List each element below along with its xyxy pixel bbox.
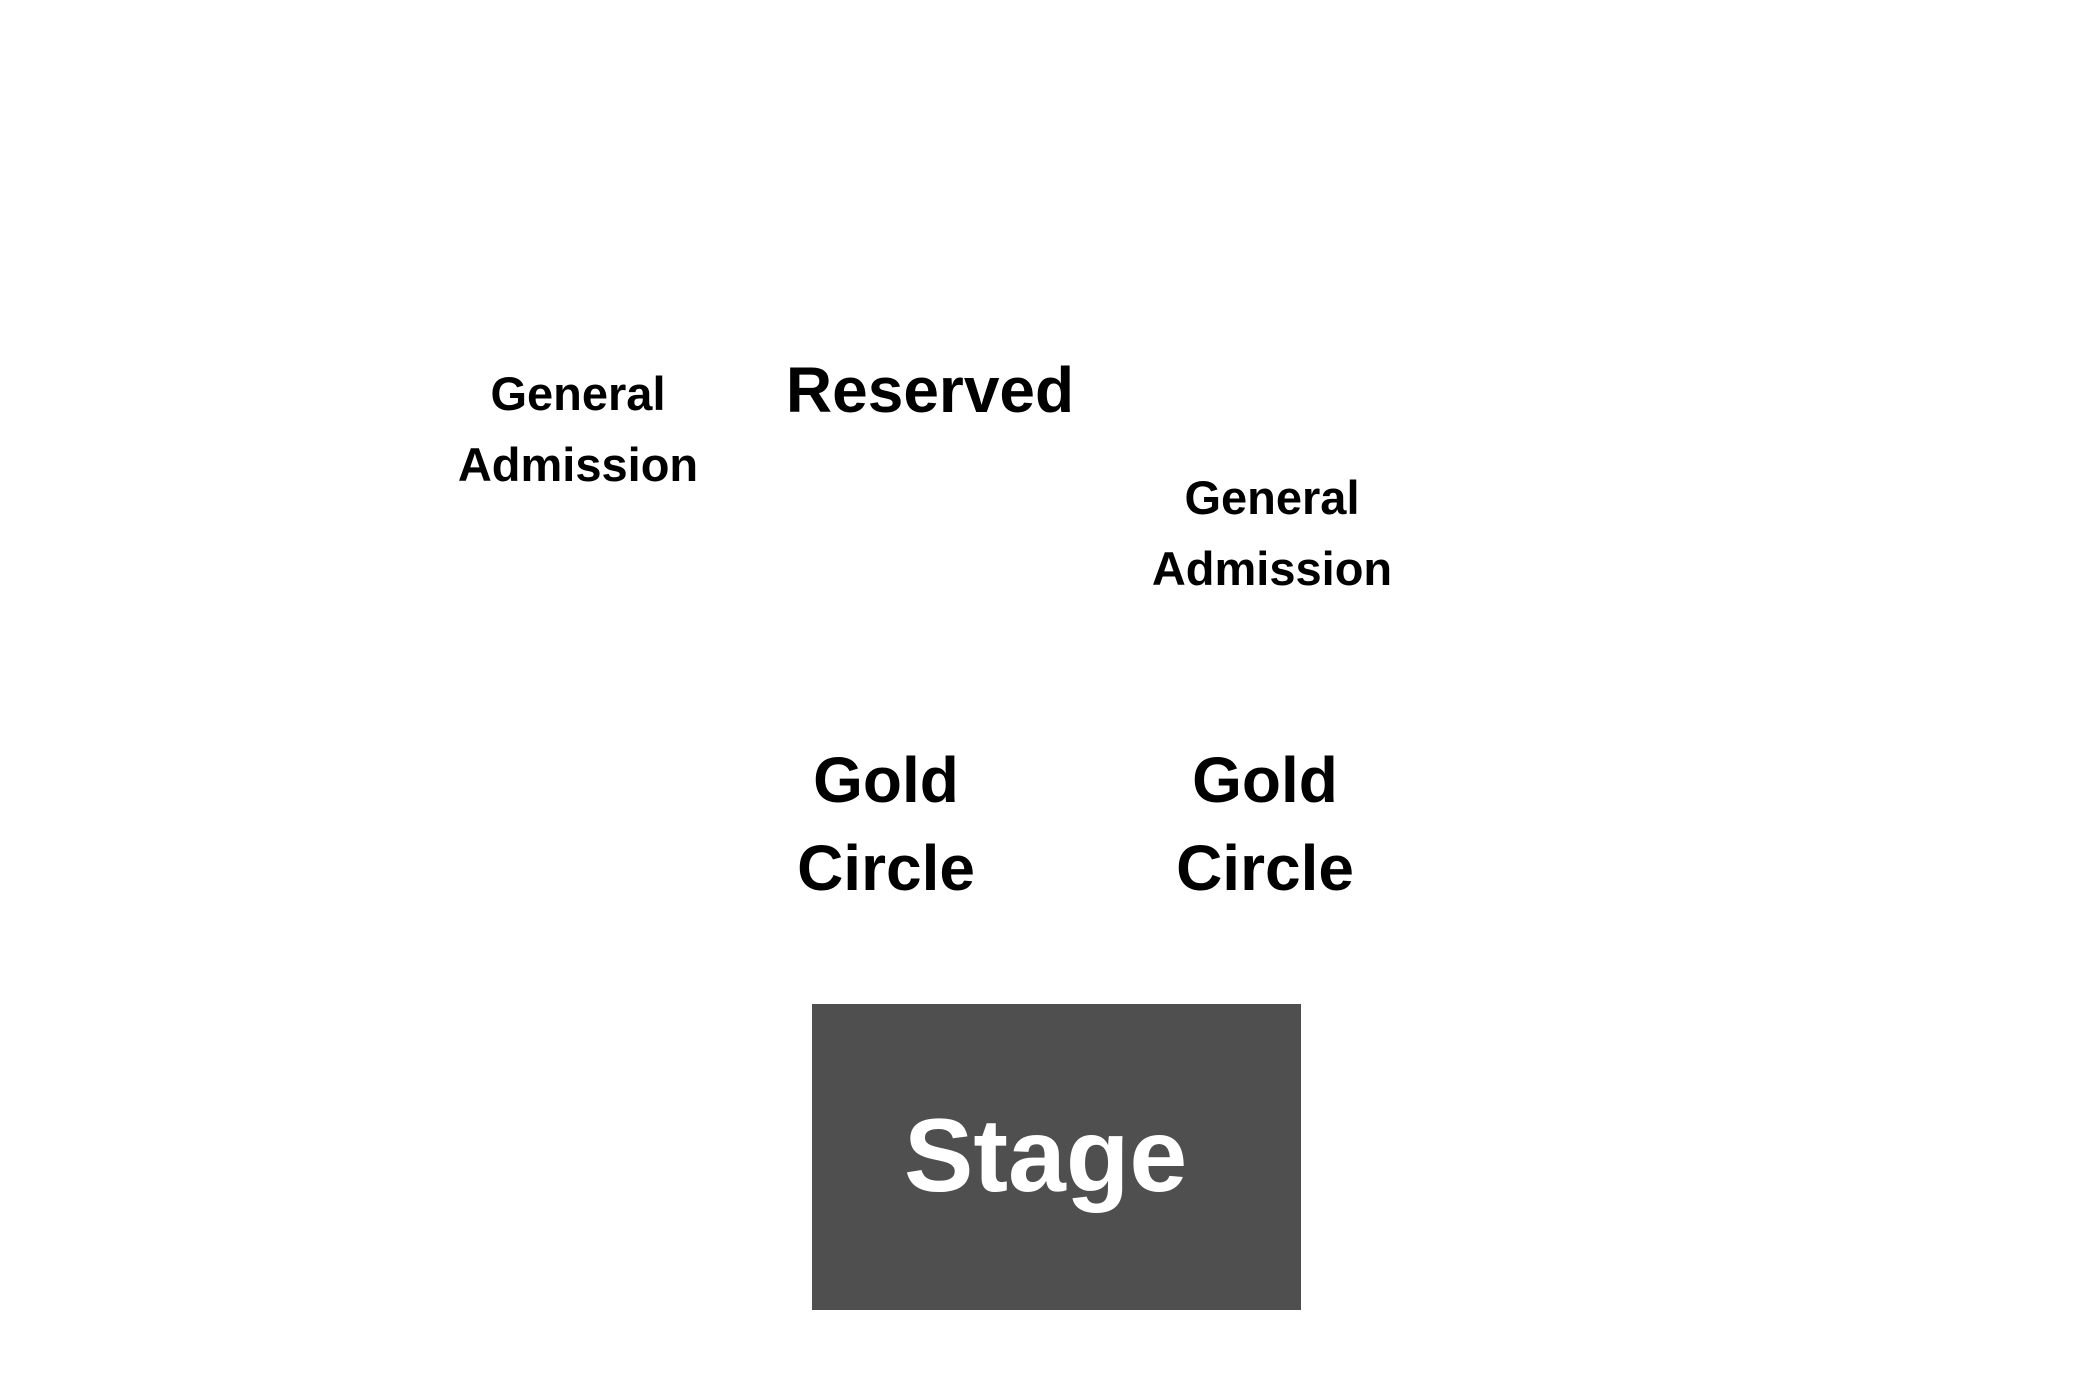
section-general-admission-left[interactable]: General Admission (428, 358, 728, 500)
section-gold-circle-right[interactable]: Gold Circle (1135, 736, 1395, 912)
section-label-line2: Admission (1151, 542, 1393, 595)
section-label-line2: Admission (457, 438, 699, 491)
section-label-line1: General (1184, 471, 1360, 524)
section-reserved[interactable]: Reserved (760, 350, 1100, 430)
section-label: Reserved (785, 354, 1075, 426)
section-label-line1: Gold (813, 744, 959, 816)
stage: Stage (812, 1004, 1301, 1310)
section-label-line1: Gold (1192, 744, 1338, 816)
section-gold-circle-left[interactable]: Gold Circle (756, 736, 1016, 912)
section-general-admission-right[interactable]: General Admission (1122, 462, 1422, 604)
stage-label: Stage (904, 1098, 1188, 1214)
section-label-line2: Circle (797, 832, 975, 904)
section-label-line2: Circle (1176, 832, 1354, 904)
section-label-line1: General (490, 367, 666, 420)
